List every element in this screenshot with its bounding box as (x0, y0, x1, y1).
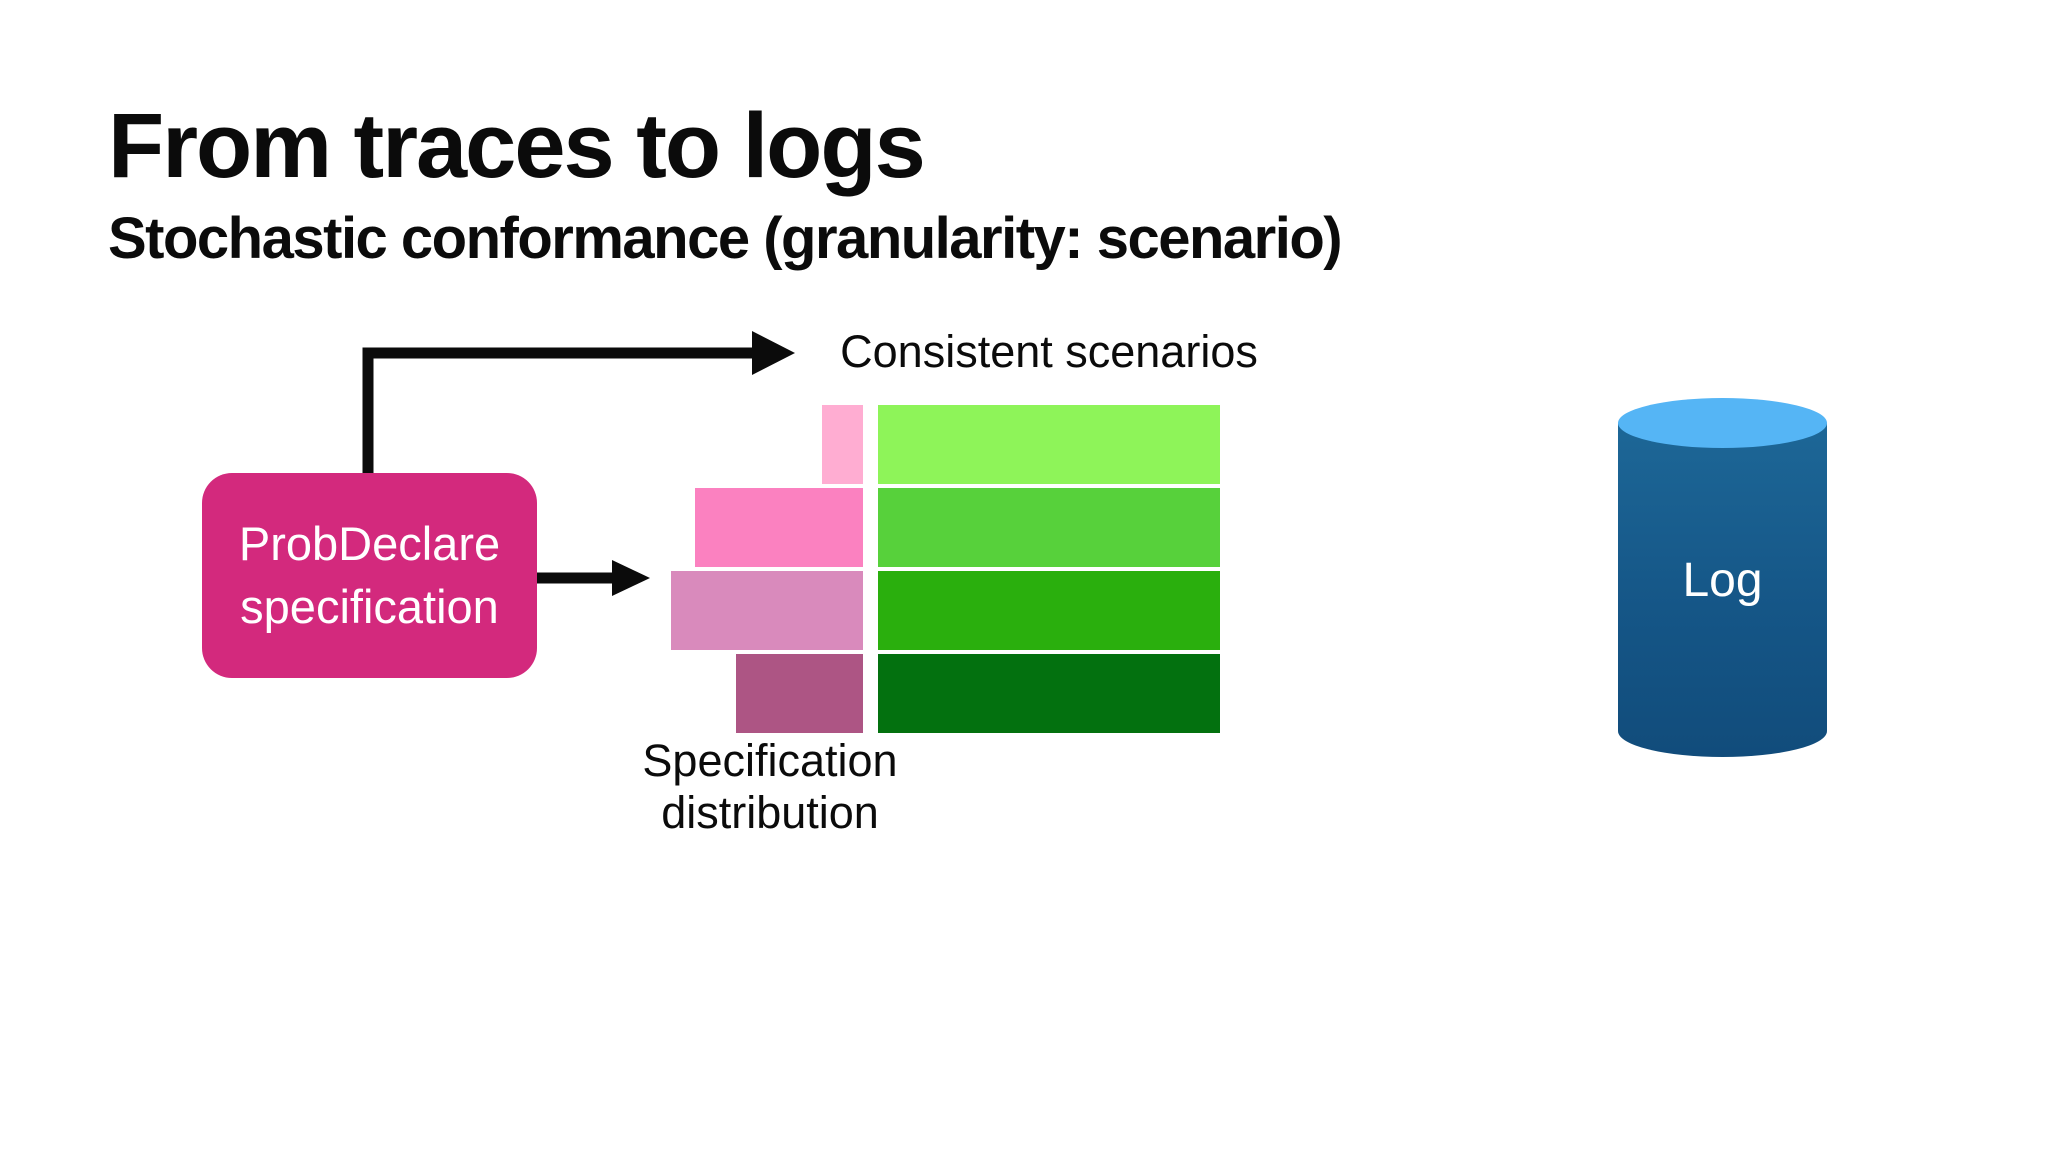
spec-probability-bar-1 (822, 405, 863, 484)
log-cylinder-body (1618, 423, 1827, 757)
spec-probability-bar-2 (695, 488, 863, 567)
specification-distribution-label: Specification distribution (642, 735, 898, 839)
consistent-scenario-bar-3 (878, 571, 1220, 650)
spec-to-bars-arrow (537, 560, 650, 596)
page-subtitle: Stochastic conformance (granularity: sce… (108, 206, 1343, 271)
consistent-scenario-bar-1 (878, 405, 1220, 484)
spec-probability-bar-4 (736, 654, 863, 733)
probdeclare-box: ProbDeclare specification (202, 473, 537, 678)
consistent-scenarios-label: Consistent scenarios (840, 326, 1258, 377)
probdeclare-box-label: ProbDeclare specification (238, 517, 501, 633)
log-label: Log (1682, 554, 1763, 607)
log-cylinder-top (1618, 398, 1827, 448)
consistent-scenario-bar-2 (878, 488, 1220, 567)
elbow-arrow (362, 331, 795, 474)
page-title: From traces to logs (108, 95, 926, 197)
spec-probability-bar-3 (671, 571, 863, 650)
consistent-scenario-bar-4 (878, 654, 1220, 733)
